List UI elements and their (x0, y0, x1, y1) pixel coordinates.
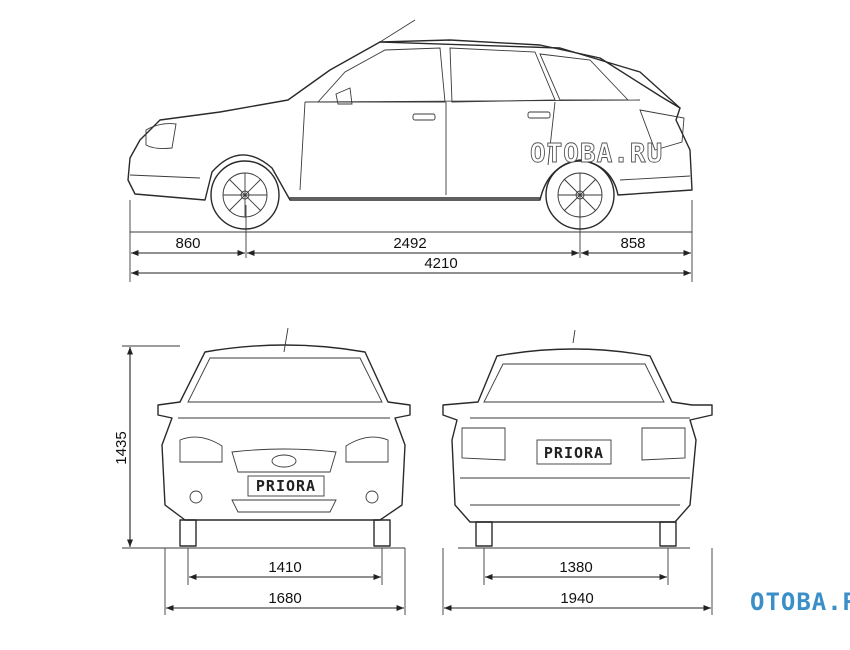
watermark-top: OTOBA.RU (530, 139, 663, 169)
watermark-bottom: OTOBA.RU (750, 588, 850, 616)
side-view (127, 19, 693, 233)
front-view: PRIORA (157, 327, 411, 549)
wheelbase-label: 2492 (393, 235, 426, 252)
side-dimensions: 860 2492 858 4210 (129, 200, 693, 282)
length-label: 4210 (424, 255, 457, 272)
front-width-label: 1680 (268, 590, 301, 607)
height-label: 1435 (113, 431, 130, 464)
mirror-width-label: 1940 (560, 590, 593, 607)
front-rear-dimensions: 1435 1410 1680 1380 1940 (113, 345, 713, 615)
rear-track-label: 1380 (559, 559, 592, 576)
front-plate-text: PRIORA (256, 477, 316, 495)
rear-overhang-label: 858 (620, 235, 645, 252)
rear-plate-text: PRIORA (544, 444, 604, 462)
front-track-label: 1410 (268, 559, 301, 576)
front-overhang-label: 860 (175, 235, 200, 252)
rear-view: PRIORA (442, 329, 713, 549)
